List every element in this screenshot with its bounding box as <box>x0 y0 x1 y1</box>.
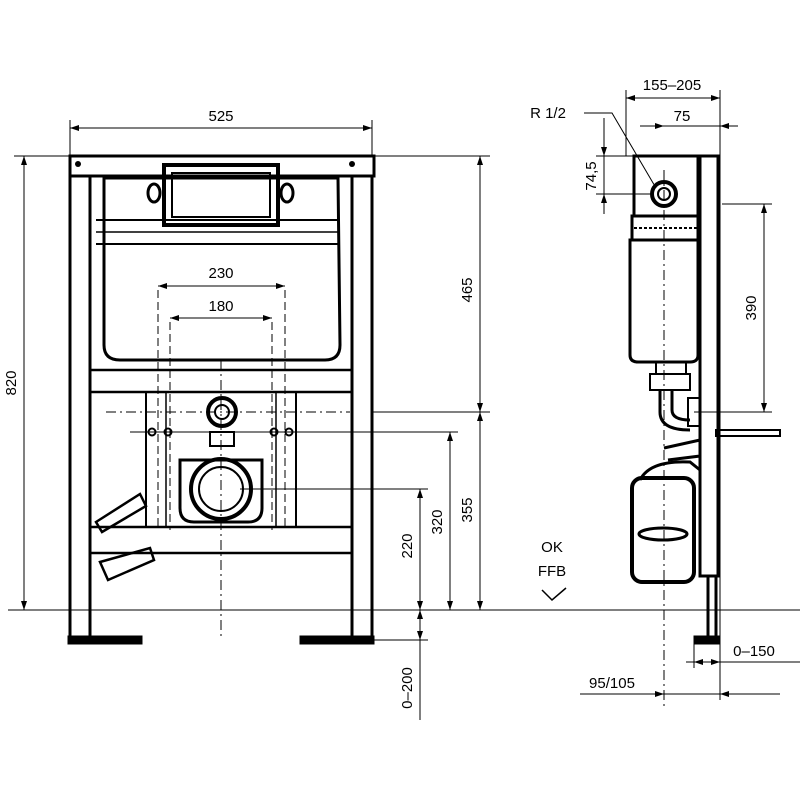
side-wall-plate <box>715 429 781 437</box>
side-cistern-body <box>628 238 700 364</box>
floor-label: OK FFB <box>538 539 567 602</box>
floor-marker-icon <box>541 587 567 602</box>
dim-label-390: 390 <box>743 295 760 320</box>
cistern-bolt <box>279 182 295 204</box>
cistern-bolt <box>146 182 162 204</box>
dim-label-0-200: 0–200 <box>399 667 416 709</box>
front-dimensions <box>8 120 800 720</box>
mount-hole <box>349 161 355 167</box>
floor-label-ffb: FFB <box>538 563 566 580</box>
dim-label-74-5: 74,5 <box>583 161 600 190</box>
flush-plate-opening <box>162 163 280 227</box>
cistern <box>102 176 342 362</box>
side-view <box>628 124 781 710</box>
inlet-connector <box>209 431 235 447</box>
side-drain-pipe <box>630 476 696 584</box>
dim-label-355: 355 <box>459 497 476 522</box>
thread-leader <box>584 112 657 189</box>
side-flush-pipe <box>670 390 691 422</box>
side-flush-pipe <box>658 390 691 432</box>
side-foot <box>693 635 721 645</box>
dim-label-220: 220 <box>399 533 416 558</box>
side-drain-opening <box>637 526 689 542</box>
left-foot <box>67 635 143 645</box>
side-frame-post <box>698 154 720 578</box>
dim-label-230: 230 <box>208 265 233 282</box>
frame-top-rail <box>68 154 376 178</box>
thread-label: R 1/2 <box>530 105 566 122</box>
dim-label-465: 465 <box>459 277 476 302</box>
front-view <box>67 154 376 645</box>
dim-arrows <box>417 610 423 640</box>
floor-label-ok: OK <box>541 539 563 556</box>
frame-right-leg <box>350 174 374 640</box>
mount-hole <box>75 161 81 167</box>
dim-label-0-150: 0–150 <box>733 643 775 660</box>
side-dimension-labels: 155–205 75 R 1/2 74,5 390 0–150 95/105 <box>530 77 775 692</box>
dim-label-155-205: 155–205 <box>643 77 701 94</box>
drain-bracket <box>178 458 264 524</box>
side-flush-connector <box>649 373 691 391</box>
front-dimension-labels: 525 820 230 180 465 355 320 220 0–200 <box>3 108 476 709</box>
diagonal-strut <box>94 492 148 534</box>
dim-label-820: 820 <box>3 370 20 395</box>
flush-plate-inner <box>171 172 271 218</box>
dim-label-320: 320 <box>429 509 446 534</box>
drain-pipe-stub <box>98 546 156 582</box>
frame-left-leg <box>68 174 92 640</box>
dim-label-525: 525 <box>208 108 233 125</box>
dim-label-75: 75 <box>674 108 691 125</box>
side-drain-bend <box>663 438 702 462</box>
dim-label-95-105: 95/105 <box>589 675 635 692</box>
side-dimensions <box>580 90 800 697</box>
dim-label-180: 180 <box>208 298 233 315</box>
dim-arrows <box>694 659 720 665</box>
side-flush-connector <box>655 361 687 375</box>
